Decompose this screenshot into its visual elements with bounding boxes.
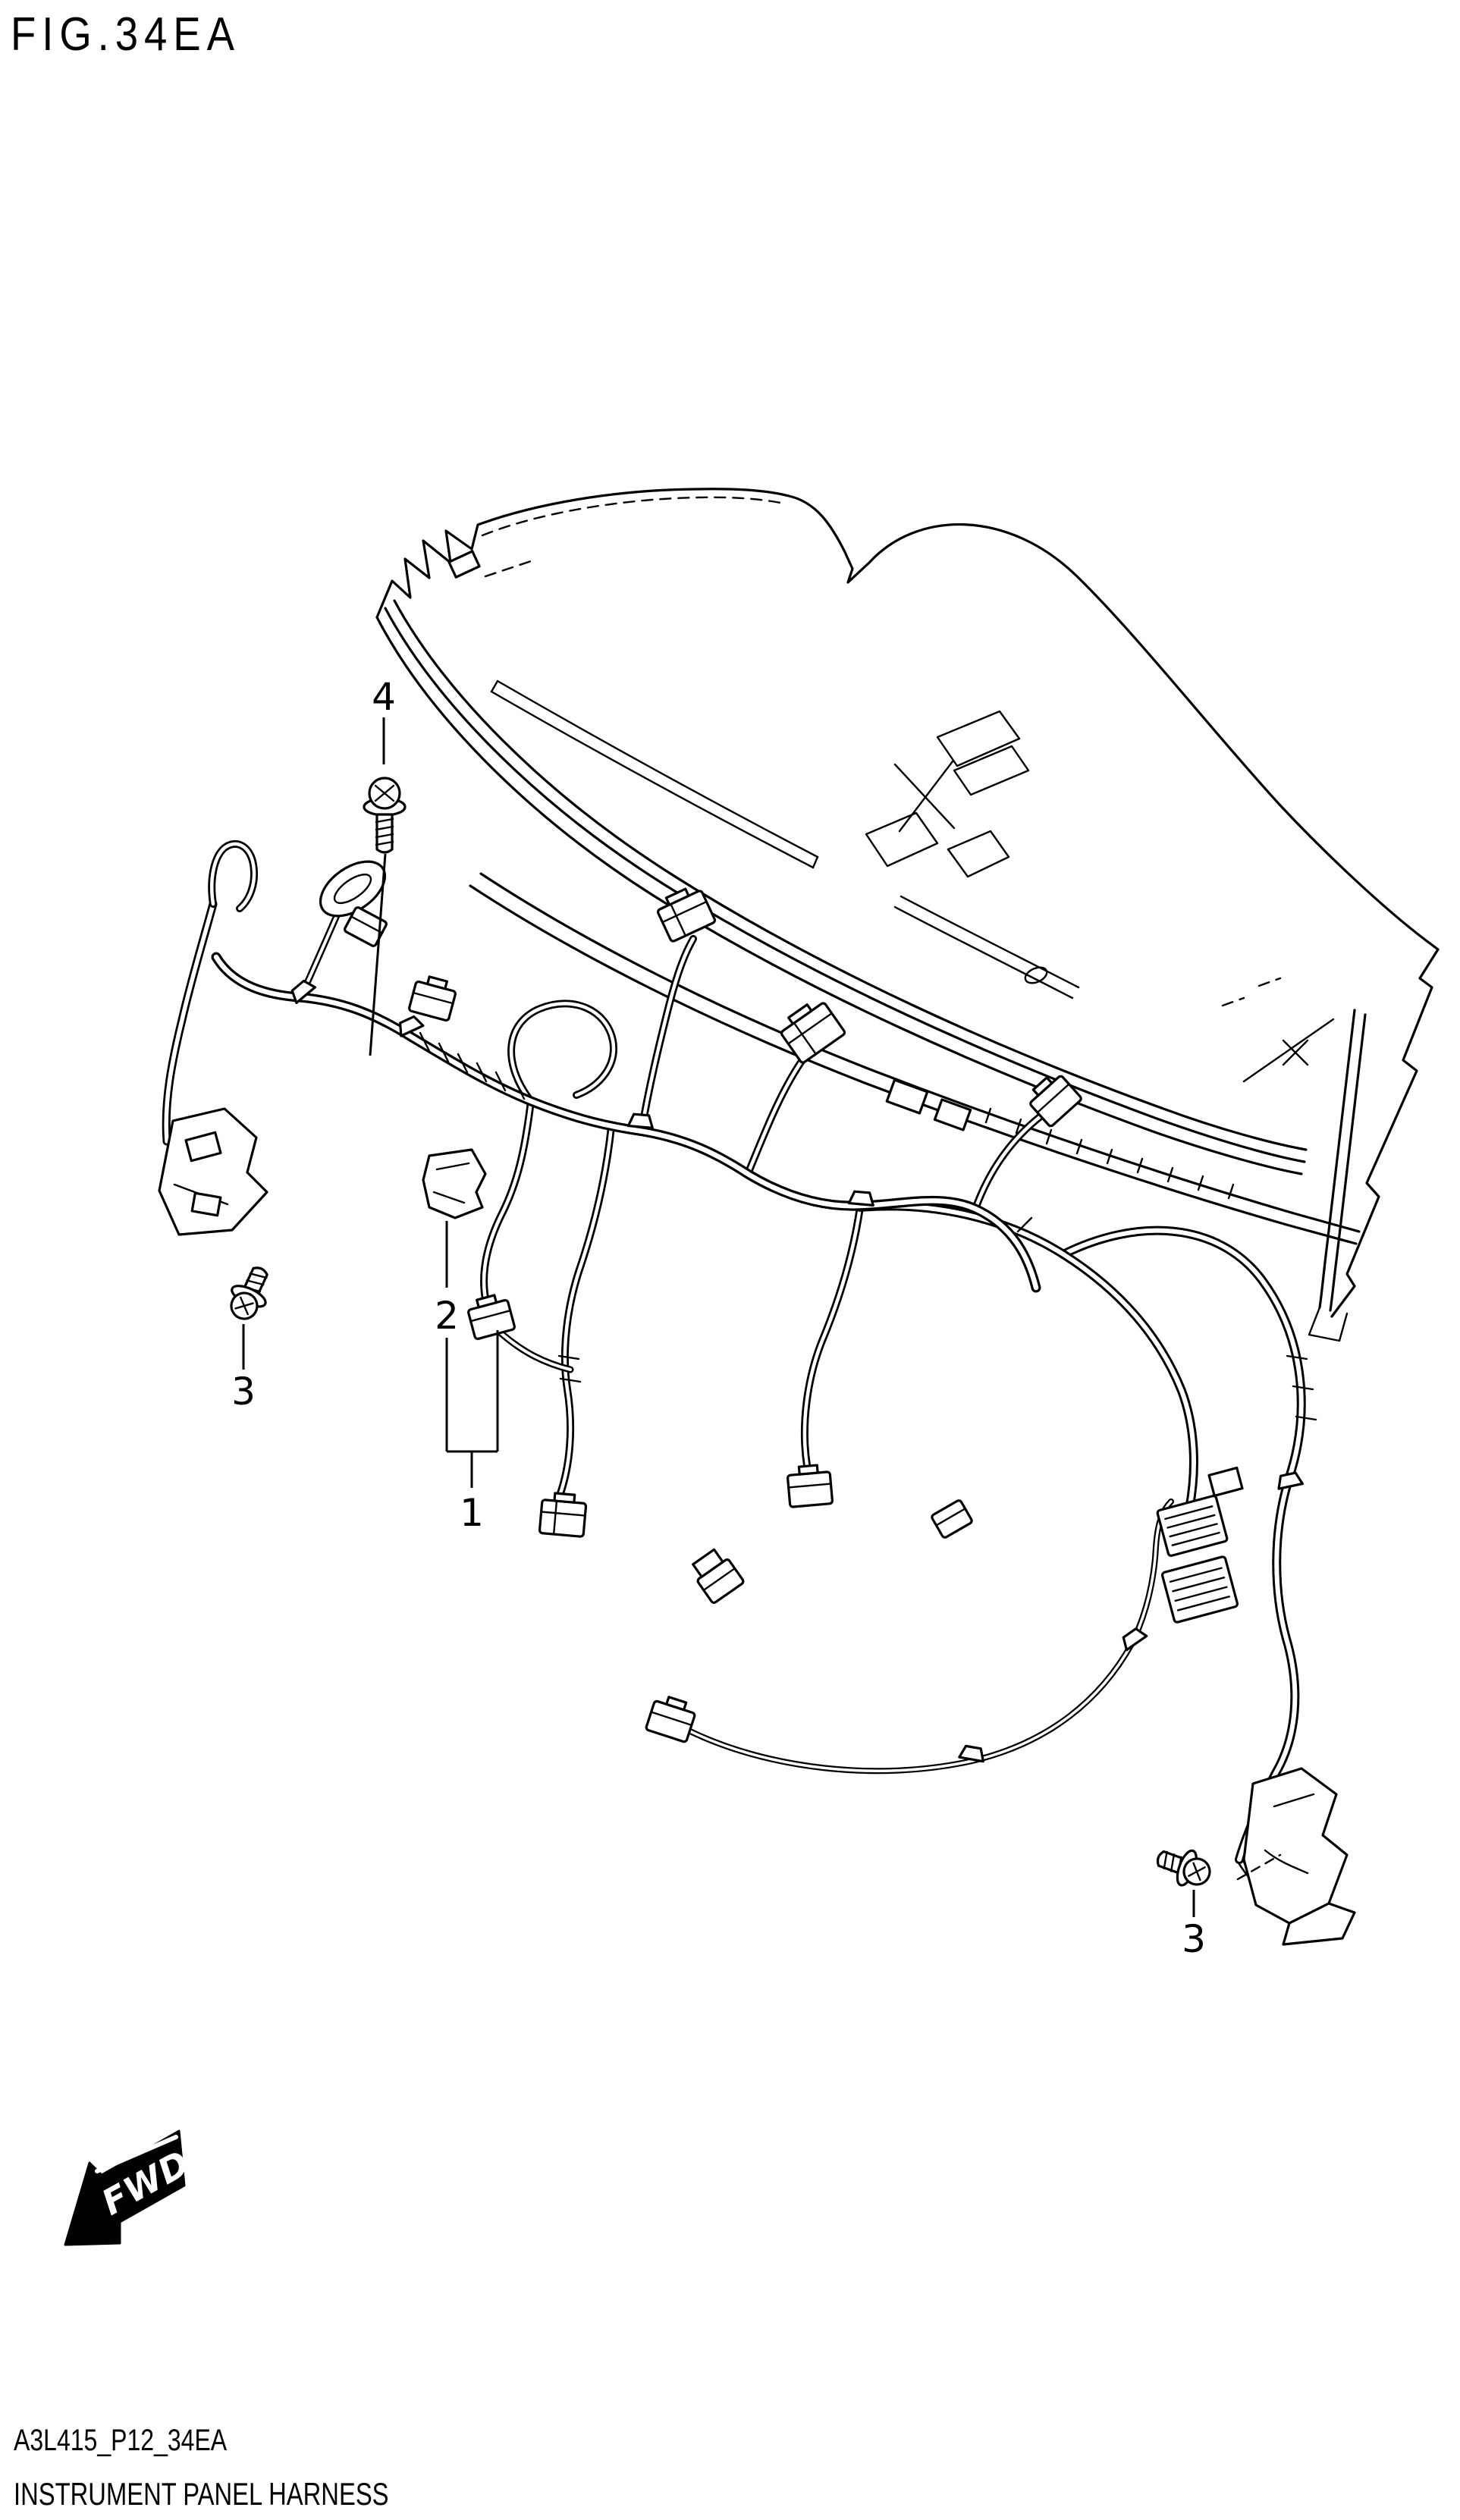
fwd-arrow: FWD [64, 2129, 196, 2246]
left-bracket-cluster [158, 1107, 268, 1236]
callout-4: 4 [372, 675, 396, 719]
connector-block [656, 887, 717, 943]
connector-block [408, 975, 457, 1022]
connector-block [931, 1499, 973, 1539]
callout-3-left: 3 [231, 1370, 256, 1414]
callout-1: 1 [460, 1491, 484, 1535]
connector-block [538, 1492, 588, 1538]
harness-connectors [344, 887, 1244, 1743]
fwd-arrow-shape [64, 2129, 186, 2246]
footer-caption: INSTRUMENT PANEL HARNESS [14, 2476, 389, 2512]
dashboard-ribbed-band [984, 1107, 1235, 1200]
screw-icon-4 [363, 777, 407, 854]
dashboard-center-stack [865, 710, 1030, 878]
callouts: 4 2 3 1 3 [231, 675, 1206, 1961]
right-bracket-cluster [1242, 1767, 1356, 1946]
screw-alignment-dashes [1236, 1853, 1282, 1881]
callout-leader-4b [369, 853, 387, 1056]
connector-block [645, 1696, 696, 1743]
junction-connector [1156, 1495, 1229, 1557]
screw-icon-3-right [1156, 1849, 1211, 1887]
connector-block [692, 1548, 745, 1604]
dashboard-right-bracket [1221, 977, 1367, 1342]
connector-block [344, 906, 388, 947]
harness-ring [319, 860, 387, 918]
footer: A3L415_P12_34EA INSTRUMENT PANEL HARNESS [14, 2424, 495, 2512]
footer-code: A3L415_P12_34EA [14, 2424, 228, 2457]
harness-clips [290, 979, 1304, 1763]
callout-2: 2 [435, 1294, 459, 1338]
harness-clamp-part [422, 1148, 487, 1219]
dashboard-outline [375, 488, 1440, 1342]
junction-connector [1160, 1555, 1239, 1624]
fwd-arrow-stripe [95, 2135, 178, 2173]
figure-title: FIG.34EA [11, 8, 240, 61]
wiring-harness [158, 840, 1356, 1946]
dashboard-hole [1024, 966, 1048, 984]
connector-block [787, 1464, 834, 1508]
corrugation-marks [419, 1031, 1317, 1421]
screw-icon-3-left [230, 1266, 268, 1320]
connector-block [1029, 1075, 1082, 1128]
callout-3-right: 3 [1182, 1917, 1206, 1961]
connector-block [467, 1294, 516, 1341]
connector-block [780, 1002, 846, 1064]
